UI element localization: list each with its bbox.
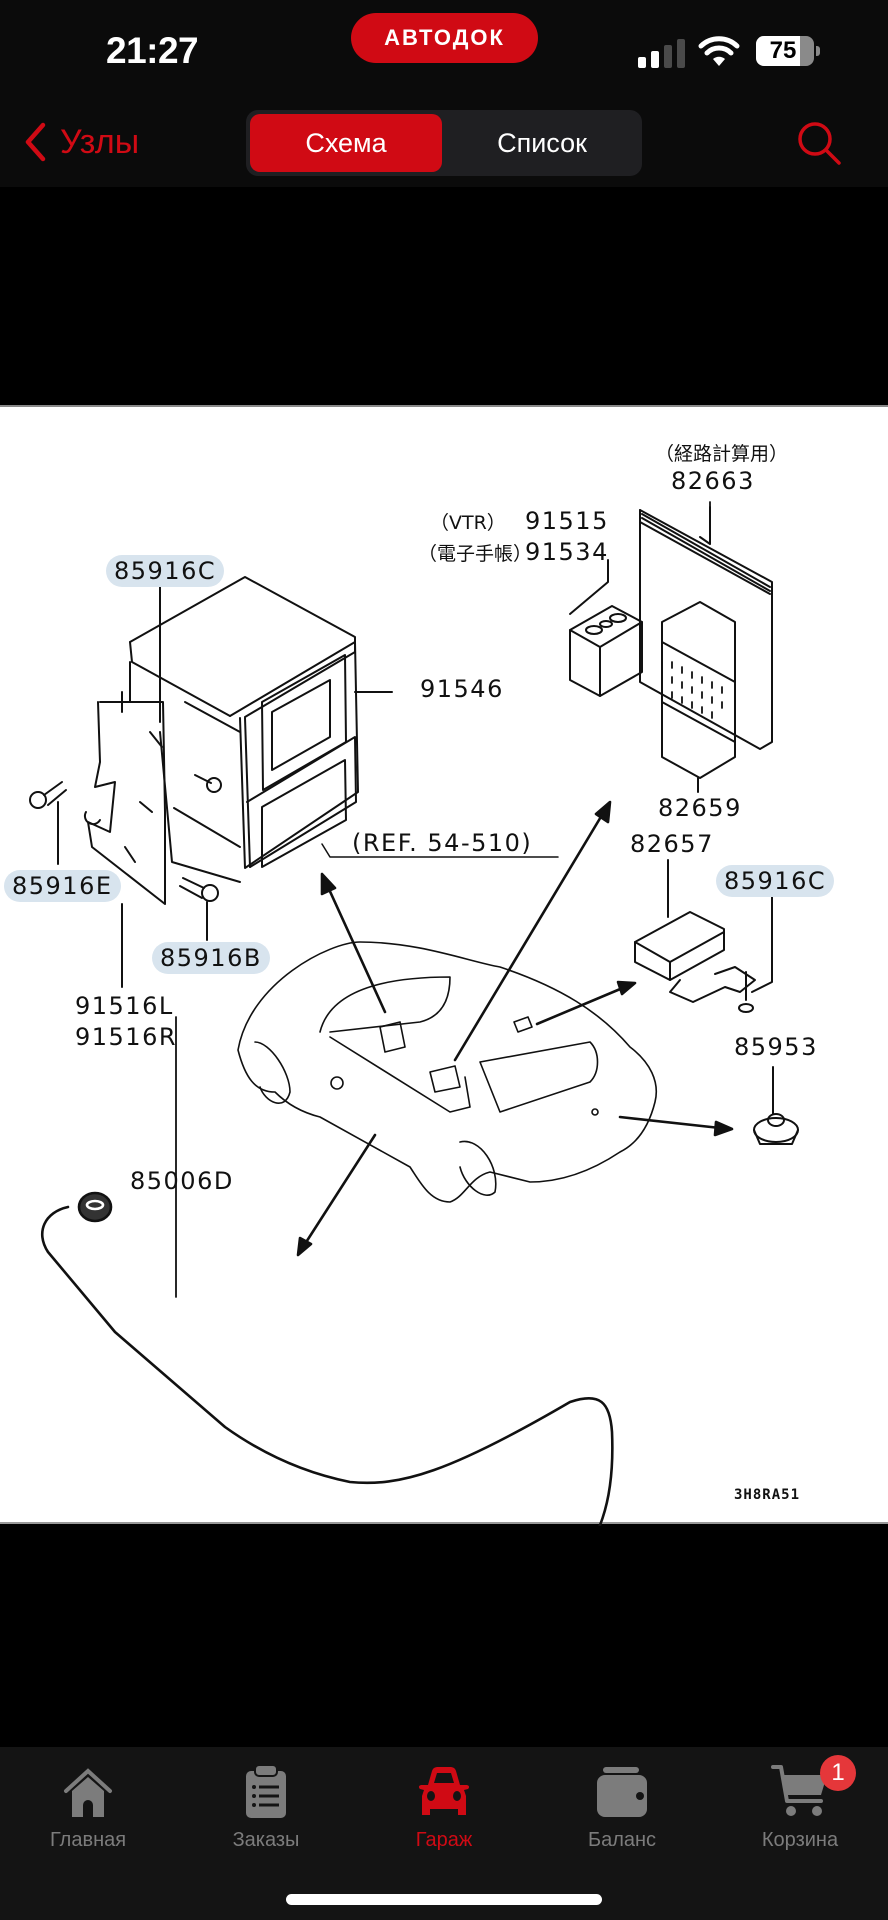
part-label-82663[interactable]: 82663 bbox=[671, 467, 755, 495]
part-note-91534: （電子手帳） bbox=[418, 543, 533, 565]
tab-bar: Главная Заказы Гараж bbox=[0, 1747, 888, 1920]
clipboard-list-icon bbox=[246, 1764, 286, 1818]
module-drawing bbox=[634, 859, 756, 1003]
brand-logo: АВТОДОК bbox=[351, 13, 538, 63]
cassette-drawing bbox=[569, 559, 643, 697]
part-note-82663: （経路計算用） bbox=[655, 443, 789, 465]
screw-drawing bbox=[738, 889, 773, 1013]
battery-percent: 75 bbox=[769, 37, 797, 64]
part-note-91515: （VTR） bbox=[430, 512, 506, 534]
tab-orders[interactable]: Заказы bbox=[178, 1761, 354, 1861]
status-bar: 21:27 АВТОДОК 75 bbox=[0, 0, 888, 100]
card-drawing bbox=[639, 506, 773, 793]
part-label-91534[interactable]: 91534 bbox=[525, 538, 609, 566]
diagram-drawing bbox=[29, 501, 799, 1526]
home-icon bbox=[64, 1768, 112, 1817]
home-indicator[interactable] bbox=[286, 1894, 602, 1905]
drawing-code: 3H8RA51 bbox=[734, 1487, 801, 1503]
wifi-icon bbox=[698, 36, 740, 66]
segment-list[interactable]: Список bbox=[497, 127, 587, 158]
callout-arrows[interactable] bbox=[296, 800, 734, 1257]
part-label-91515[interactable]: 91515 bbox=[525, 507, 609, 535]
head-unit-drawing bbox=[129, 576, 393, 883]
part-label-85006d[interactable]: 85006D bbox=[130, 1167, 234, 1195]
tab-balance[interactable]: Баланс bbox=[534, 1761, 710, 1861]
part-label-91546[interactable]: 91546 bbox=[420, 675, 504, 703]
part-label-85916b[interactable]: 85916B bbox=[152, 942, 270, 974]
part-label-85916c[interactable]: 85916C bbox=[106, 555, 225, 587]
tab-garage-label: Гараж bbox=[415, 1829, 473, 1851]
tab-balance-label: Баланс bbox=[587, 1829, 657, 1851]
battery-icon: 75 bbox=[756, 36, 820, 66]
tab-cart-label: Корзина bbox=[761, 1829, 839, 1851]
tab-home-label: Главная bbox=[49, 1829, 127, 1851]
part-label-85916c-right[interactable]: 85916C bbox=[716, 865, 835, 897]
bolt-drawings bbox=[29, 586, 219, 941]
cellular-signal-icon bbox=[638, 38, 688, 68]
part-label-82659[interactable]: 82659 bbox=[658, 794, 742, 822]
part-label-91516l[interactable]: 91516L bbox=[75, 992, 174, 1020]
back-button[interactable]: Узлы bbox=[24, 122, 139, 162]
search-icon[interactable] bbox=[796, 120, 842, 166]
wallet-icon bbox=[597, 1767, 647, 1817]
tab-home[interactable]: Главная bbox=[0, 1761, 176, 1861]
segment-scheme[interactable]: Схема bbox=[250, 114, 442, 172]
tab-cart[interactable]: Корзина bbox=[712, 1761, 888, 1861]
chevron-left-icon bbox=[25, 122, 46, 162]
navigation-bar: Узлы Схема Список bbox=[0, 100, 888, 187]
back-label: Узлы bbox=[60, 122, 140, 161]
car-icon bbox=[418, 1767, 470, 1815]
parts-diagram[interactable]: （経路計算用） 82663 （VTR） 91515 （電子手帳） 91534 8… bbox=[0, 405, 888, 1526]
leader-lines bbox=[175, 501, 711, 1298]
grommet-drawing bbox=[753, 1066, 799, 1145]
part-label-85916e[interactable]: 85916E bbox=[4, 870, 121, 902]
part-label-82657[interactable]: 82657 bbox=[630, 830, 714, 858]
cart-icon bbox=[771, 1765, 827, 1816]
part-label-85953[interactable]: 85953 bbox=[734, 1033, 818, 1061]
car-drawing bbox=[237, 941, 657, 1203]
tab-orders-label: Заказы bbox=[232, 1829, 300, 1851]
ref-leader bbox=[321, 843, 559, 858]
view-mode-segmented-control: Схема Список bbox=[246, 110, 642, 176]
status-time: 21:27 bbox=[106, 30, 199, 71]
cart-badge: 1 bbox=[820, 1755, 856, 1791]
antenna-cable-drawing bbox=[40, 1191, 614, 1526]
part-label-91516r[interactable]: 91516R bbox=[75, 1023, 178, 1051]
ref-note[interactable]: (REF. 54-510) bbox=[352, 829, 533, 857]
tab-garage[interactable]: Гараж bbox=[356, 1761, 532, 1861]
bracket-drawing bbox=[83, 691, 166, 988]
